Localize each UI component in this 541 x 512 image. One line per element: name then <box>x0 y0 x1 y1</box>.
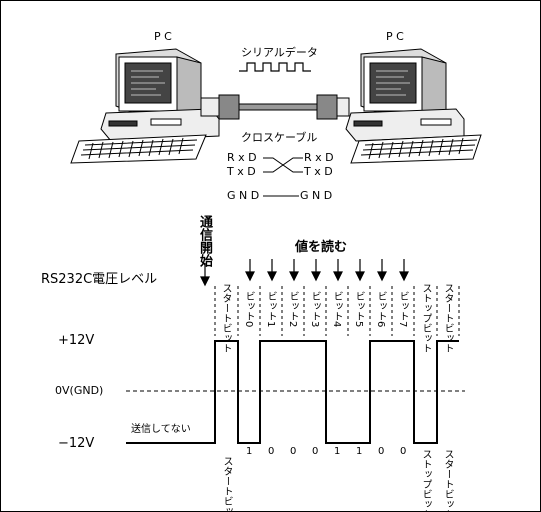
slot-label: ストップビット <box>420 283 431 353</box>
not-sending-label: 送信してない <box>131 424 191 435</box>
read-value-label: 値を読む <box>295 240 348 255</box>
serial-data-pulse-icon <box>239 62 311 72</box>
right-txd-label: T x D <box>304 165 333 178</box>
slot-label: ビット6 <box>375 291 386 328</box>
left-txd-label: T x D <box>227 165 256 178</box>
serial-data-label: シリアルデータ <box>241 46 318 59</box>
left-rxd-label: R x D <box>227 151 257 164</box>
bit-value: 0 <box>378 446 385 457</box>
slot-label: ビット4 <box>331 291 342 328</box>
bit-value: 1 <box>356 446 363 457</box>
plus-12v-label: +12V <box>58 333 95 348</box>
right-pc-illustration <box>345 48 482 164</box>
bit-value: 0 <box>312 446 319 457</box>
left-pc-label: P C <box>154 30 172 43</box>
slot-label: ビット7 <box>397 291 408 328</box>
rs232c-waveform <box>126 340 459 444</box>
right-rxd-label: R x D <box>304 151 334 164</box>
bottom-start-bit-2-label: スタートビット <box>442 449 453 512</box>
bit-value: 0 <box>290 446 297 457</box>
left-gnd-label: G N D <box>227 189 260 202</box>
crossover-wiring <box>263 157 303 197</box>
right-pc-label: P C <box>386 30 404 43</box>
slot-label: スタートビット <box>220 283 231 353</box>
minus-12v-label: −12V <box>58 436 95 451</box>
bit-value: 1 <box>334 446 341 457</box>
bottom-stop-bit-label: ストップビット <box>420 449 431 512</box>
bit-value: 0 <box>268 446 275 457</box>
right-gnd-label: G N D <box>300 189 333 202</box>
bit-value: 1 <box>246 446 253 457</box>
zero-gnd-label: 0V(GND) <box>55 384 104 397</box>
bit-value: 0 <box>400 446 407 457</box>
left-pc-illustration <box>70 48 220 164</box>
cross-cable-label: クロスケーブル <box>241 131 318 144</box>
slot-label: スタートビット <box>442 283 453 353</box>
slot-label: ビット2 <box>287 291 298 328</box>
voltage-title: RS232C電圧レベル <box>41 272 158 287</box>
slot-label: ビット1 <box>265 291 276 328</box>
slot-label: ビット5 <box>353 291 364 328</box>
slot-dividers <box>214 286 460 336</box>
arrows <box>200 259 409 287</box>
slot-label: ビット0 <box>243 291 254 328</box>
slot-label: ビット3 <box>309 291 320 328</box>
cross-cable <box>200 94 350 120</box>
bottom-start-bit-label: スタートビット <box>221 456 232 512</box>
start-of-comm-label: 通信開始 <box>197 215 212 267</box>
